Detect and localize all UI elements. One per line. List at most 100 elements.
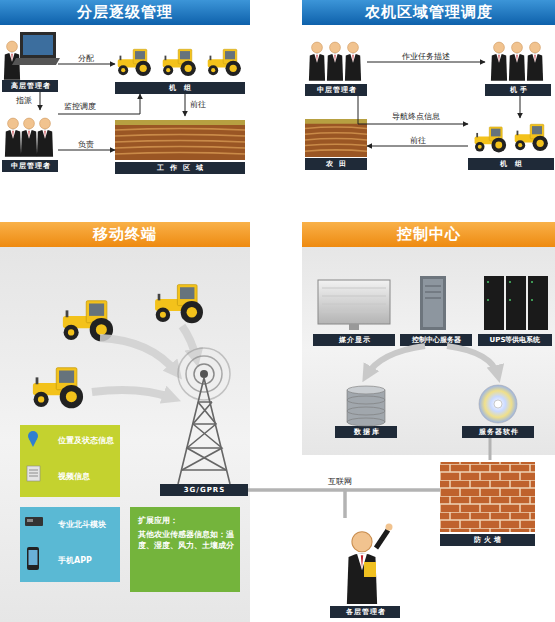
use [4,41,20,80]
circle [178,348,230,400]
label-bar: 数据库 [335,426,397,438]
ellipse [347,418,385,426]
rect [27,519,33,522]
labeled-group: 媒介显示 [313,272,395,346]
use [515,124,548,151]
label-bar: 控制中心服务器 [400,334,472,346]
path [100,338,176,372]
panel-band: 控制中心媒介显示控制中心服务器UPS等供电系统数据库服务器软件 [302,222,555,455]
panel-band: 农机区域管理调度中层管理者机手机 组农 田 [302,0,555,205]
panel-header: 移动终端 [0,222,250,247]
use [475,127,507,152]
use [33,368,83,409]
use [491,42,507,81]
circle [494,400,502,408]
use [63,301,113,342]
path [322,288,386,312]
use [208,49,241,76]
arrow-connector [367,62,485,63]
arrow-connector [358,96,468,124]
manager-figure [347,524,393,605]
label-bar: UPS等供电系统 [478,334,552,346]
rect [27,547,39,570]
labeled-group: 中层管理者 [305,33,367,96]
rect [484,276,504,330]
circle [479,385,517,423]
path [182,402,226,470]
label-bar: 媒介显示 [313,334,395,346]
path [425,286,441,298]
label-bar: 各层管理者 [330,606,400,618]
arrow-connector [58,94,140,114]
labeled-group: UPS等供电系统 [478,272,552,346]
box-text: 扩展应用： [138,515,233,526]
rect [29,550,38,565]
labeled-group: 机 组 [468,118,554,170]
rect [347,390,385,422]
tractors [33,49,548,408]
labeled-group: 工作区域 [115,116,245,174]
label-bar: 机手 [485,84,551,96]
path [182,326,196,358]
use [309,42,325,81]
label-bar: 农 田 [305,158,367,170]
rect [364,562,376,577]
use [509,42,525,81]
labeled-group: 中层管理者 [2,110,58,172]
label-bar: 服务器软件 [462,426,534,438]
label-bar: 3G/GPRS [160,484,248,496]
arrow-connector [447,346,498,376]
info-box: 扩展应用： 其他农业传感器信息如：温度、湿度、风力、土壤成分 [130,507,240,592]
rect [20,32,56,58]
labeled-group: 高层管理者 [2,30,58,92]
box-text: 视频信息 [58,471,118,482]
arrow-connector [366,346,425,376]
g [487,281,533,301]
use [21,118,37,157]
edge-label: 互联网 [328,477,352,487]
arrow-connector [520,96,521,118]
use [155,285,203,324]
firewall-wall [440,462,535,532]
fields [115,119,367,160]
circle [531,299,533,301]
rect [349,324,359,330]
rect [318,280,390,324]
box-text: 其他农业传感器信息如：温度、湿度、风力、土壤成分 [138,529,234,551]
use [347,532,377,604]
ellipse [347,386,385,394]
label-bar: 中层管理者 [2,160,58,172]
use [37,118,53,157]
terminal-icons [25,431,43,570]
labeled-group: 3G/GPRS [160,340,248,496]
path [376,530,388,548]
box-text: 专业北斗模块 [58,519,118,530]
rect [27,466,40,481]
panel-header: 分层逐级管理 [0,0,250,25]
panel-band: 分层逐级管理高层管理者机 组中层管理者工作区域 [0,0,250,205]
path [29,470,38,476]
path [178,378,230,484]
label-bar: 高层管理者 [2,80,58,92]
circle [186,356,222,392]
control-center-equipment [318,276,548,426]
managers [5,42,543,157]
ellipse [347,396,385,404]
rect [23,35,53,55]
rect [25,517,43,526]
box-text: 位置及状态信息 [58,435,118,446]
circle [509,299,511,301]
label-bar: 中层管理者 [305,84,367,96]
circle [194,364,214,384]
circle [487,299,489,301]
use [327,42,343,81]
ellipse [347,407,385,415]
rect [423,279,443,327]
use [5,118,21,157]
path [29,439,37,447]
labeled-group: 机手 [485,33,551,96]
g [178,348,230,400]
arrow-connector [58,150,115,151]
